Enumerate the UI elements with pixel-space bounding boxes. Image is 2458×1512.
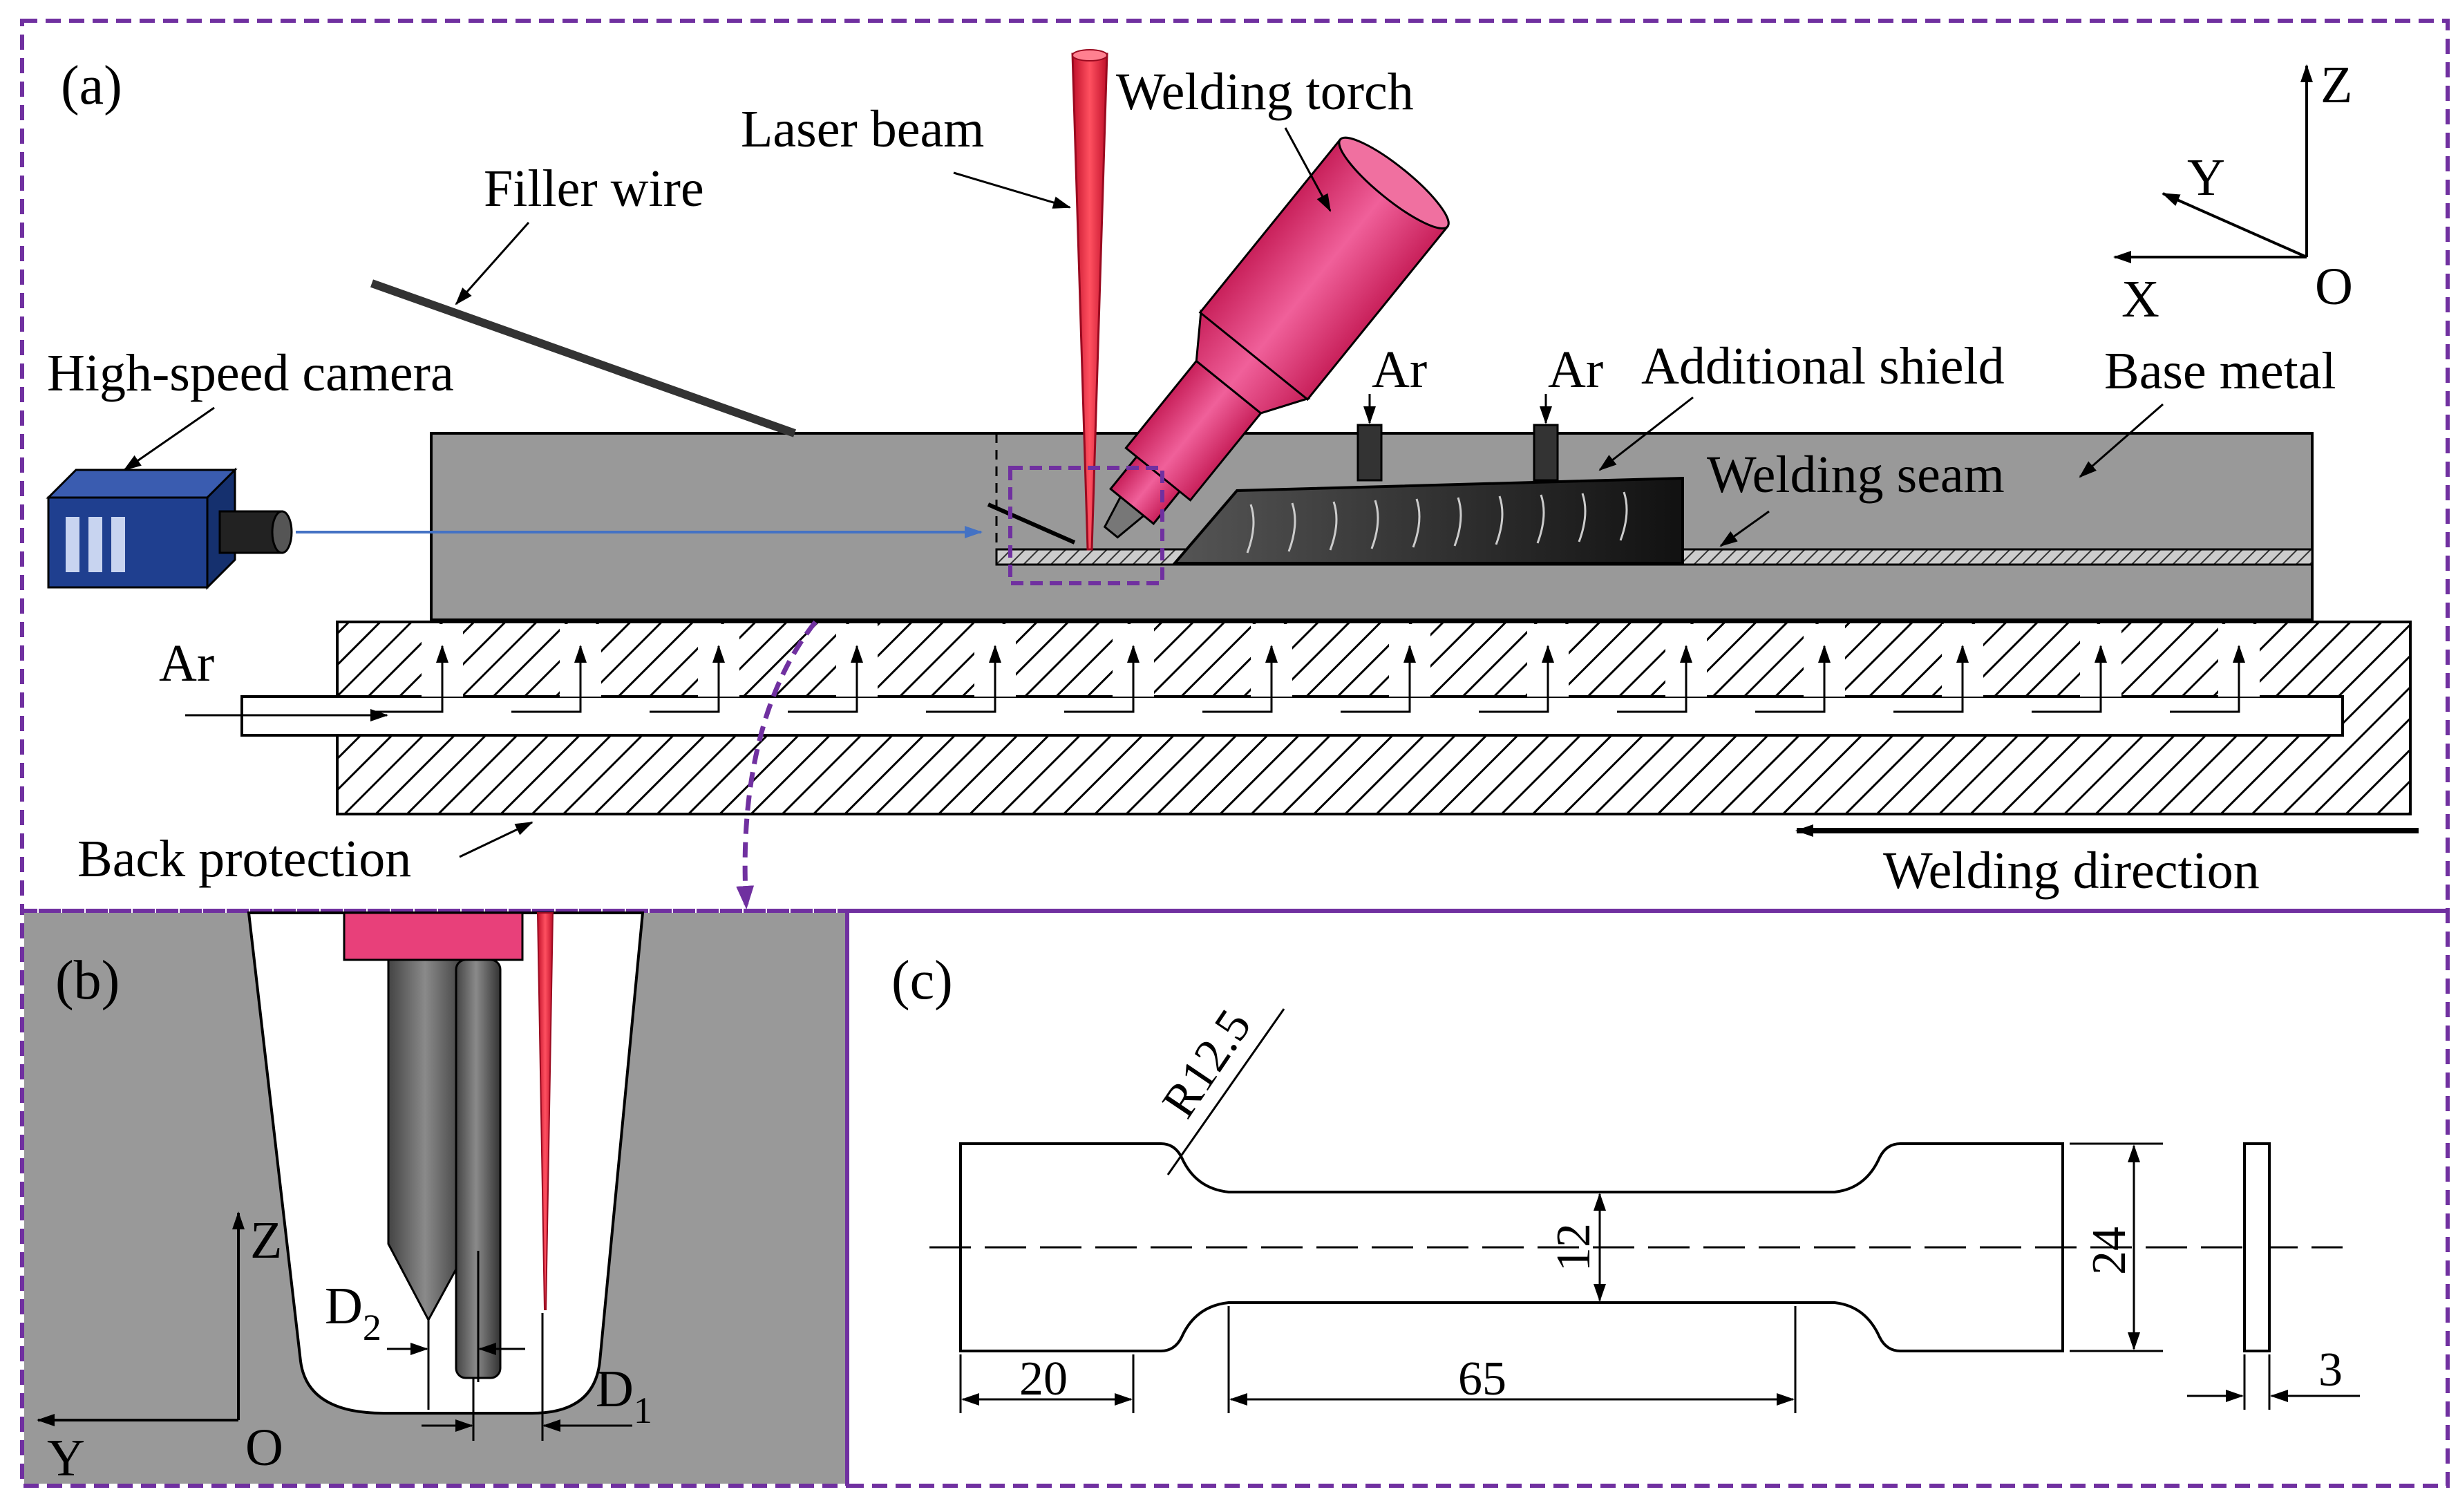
filler-wire-label: Filler wire: [484, 160, 704, 218]
gas-flow-arrow: [2170, 645, 2245, 713]
frame-b: [20, 909, 849, 1488]
gas-flow-arrow: [1202, 645, 1278, 713]
frame-c: [845, 909, 2450, 1488]
radius-leader: [1166, 1008, 1285, 1175]
gas-flow-arrow: [1617, 645, 1692, 713]
high-speed-camera-label: High-speed camera: [47, 344, 454, 402]
filler-wire-tip: [987, 502, 1076, 545]
axis-a-y: Y: [2187, 149, 2225, 207]
gas-flow-arrow: [926, 645, 1001, 713]
welding-torch-label: Welding torch: [1116, 63, 1414, 121]
ar-nozzle-2: [1533, 424, 1559, 482]
panel-a: (a) Ar: [46, 49, 2419, 909]
axis-b-y: Y: [47, 1429, 85, 1487]
axis-a-o: O: [2315, 258, 2353, 316]
shield-weld-ripples: [1246, 491, 1628, 554]
laser-beam-label: Laser beam: [741, 100, 984, 158]
filler-wire: [370, 279, 797, 437]
base-metal-leader: [2079, 403, 2164, 478]
additional-shield-leader: [1598, 396, 1694, 471]
panel-b: (b) D2 D1 Z Y O: [24, 911, 845, 1487]
specimen-side-view: [2243, 1142, 2271, 1352]
panel-b-label: (b): [55, 950, 120, 1011]
axis-b-o: O: [245, 1419, 283, 1477]
welding-direction-label: Welding direction: [1883, 842, 2260, 900]
back-protection-leader: [459, 821, 533, 858]
welding-seam-label: Welding seam: [1707, 446, 2005, 504]
gas-flow-arrow: [650, 645, 725, 713]
laser-beam-leader: [953, 171, 1071, 209]
additional-shield-label: Additional shield: [1641, 337, 2005, 395]
gas-flow-arrow: [1755, 645, 1831, 713]
welding-seam-leader: [1719, 510, 1770, 547]
gas-flow-arrow: [373, 645, 448, 713]
d1-label: D1: [596, 1360, 652, 1431]
gas-flow-arrow: [1064, 645, 1140, 713]
axes-a: [2113, 64, 2313, 263]
panel-c-label: (c): [891, 950, 953, 1011]
gas-flow-arrow: [511, 645, 587, 713]
ar-inlet-label: Ar: [159, 634, 214, 692]
gas-flow-arrow: [2032, 645, 2107, 713]
panel-c: (c) R12.5 12 24 20 65 3: [891, 950, 2360, 1413]
axes-b: [37, 1211, 245, 1426]
high-speed-camera: [46, 467, 293, 590]
axis-a-z: Z: [2320, 56, 2352, 114]
ar-label-2: Ar: [1548, 341, 1603, 399]
axis-a-x: X: [2121, 270, 2159, 328]
detail-callout-arrow: [736, 620, 817, 909]
back-protection: [240, 621, 2412, 815]
axis-b-z: Z: [250, 1211, 282, 1269]
camera-leader: [123, 406, 215, 471]
dim-24-label: 24: [2083, 1227, 2136, 1275]
frame-a: [20, 19, 2450, 913]
back-protection-label: Back protection: [77, 830, 411, 888]
base-metal-label: Base metal: [2104, 342, 2336, 400]
tungsten-electrode: [387, 958, 471, 1323]
panel-a-label: (a): [61, 55, 122, 116]
welding-torch: [1103, 136, 1450, 539]
dim-65-label: 65: [1458, 1352, 1506, 1406]
additional-shield: [1171, 476, 1684, 565]
torch-nozzle-b: [343, 911, 524, 961]
gas-flow-arrow: [1893, 645, 1969, 713]
d2-label: D2: [325, 1277, 381, 1348]
gas-flow-arrow: [1341, 645, 1416, 713]
laser-beam-b: [536, 912, 554, 1310]
dim-20-label: 20: [1019, 1352, 1068, 1406]
laser-beam-top: [1072, 49, 1108, 62]
gas-flow-arrow: [788, 645, 863, 713]
panel-frames: [20, 19, 2450, 1488]
dim-12-label: 12: [1547, 1223, 1600, 1272]
welding-torch-leader: [1284, 127, 1332, 212]
ar-nozzle-1: [1356, 424, 1383, 482]
ar-label-1: Ar: [1372, 341, 1427, 399]
gas-flow-arrow: [1479, 645, 1554, 713]
filler-wire-leader: [455, 222, 530, 305]
dim-3-label: 3: [2318, 1343, 2343, 1397]
